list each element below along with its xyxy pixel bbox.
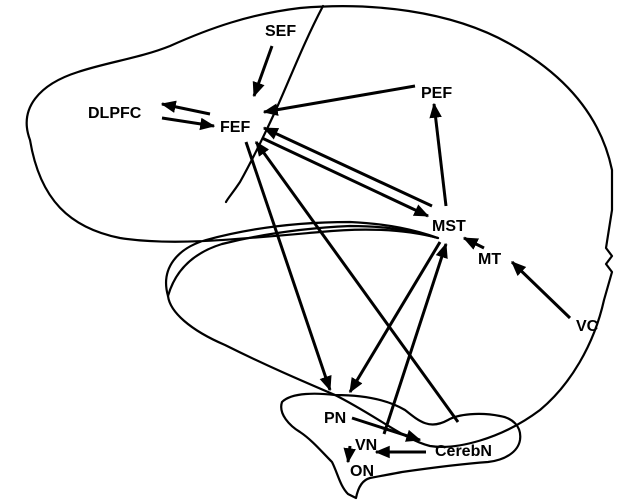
- node-vc: VC: [576, 318, 599, 335]
- edges: [160, 45, 572, 464]
- node-mst: MST: [432, 218, 466, 235]
- node-mt: MT: [478, 251, 501, 268]
- node-on: ON: [350, 463, 374, 480]
- brain-outline: [25, 4, 614, 500]
- node-dlpfc: DLPFC: [88, 105, 142, 122]
- edge-fef-dlpfc: [160, 100, 211, 116]
- node-pef: PEF: [421, 85, 452, 102]
- edge-dlpfc-fef: [161, 116, 216, 131]
- node-cerebn: CerebN: [435, 443, 492, 460]
- node-sef: SEF: [265, 23, 296, 40]
- edge-pn-cerebn: [351, 416, 422, 442]
- edge-vc-mt: [510, 260, 572, 320]
- node-fef: FEF: [220, 119, 250, 136]
- edge-fef-mst: [261, 136, 430, 218]
- edge-vn-mst: [382, 242, 448, 435]
- edge-vn-on: [343, 445, 356, 464]
- edge-mt-mst: [462, 236, 485, 250]
- node-labels: SEF DLPFC FEF PEF MST MT VC PN VN ON Cer…: [88, 23, 599, 480]
- edge-fef-pn: [244, 141, 332, 392]
- sylvian-fissure: [166, 224, 440, 298]
- edge-mst-pef: [429, 102, 448, 207]
- edge-cerebn-fef: [254, 140, 460, 423]
- edge-mst-pn: [348, 241, 442, 394]
- node-vn: VN: [355, 437, 377, 454]
- edge-sef-fef: [252, 45, 274, 98]
- edge-pef-fef: [262, 84, 416, 116]
- node-pn: PN: [324, 410, 346, 427]
- cerebellum-outline: [280, 392, 522, 500]
- cerebrum-outline: [25, 5, 614, 448]
- edge-mst-fef: [262, 126, 433, 208]
